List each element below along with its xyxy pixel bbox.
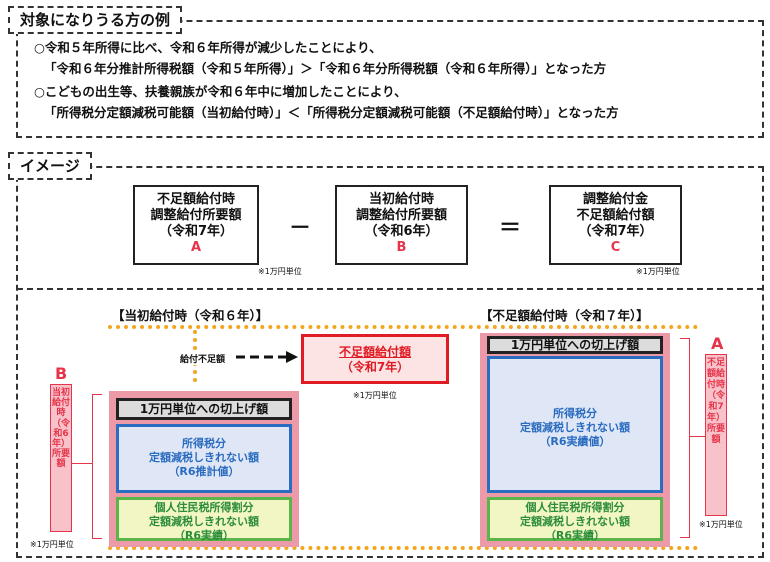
letter-c: C — [610, 240, 621, 255]
formula-box-b: 当初給付時 調整給付所要額 （令和6年） B — [335, 185, 468, 265]
left-income-tax-block: 所得税分 定額減税しきれない額 （R6推計値） — [116, 424, 292, 493]
side-label-a: 不足額給付時（令和7年）所要額 — [705, 354, 727, 516]
bracket-a-connector — [690, 436, 705, 437]
target-examples-heading: 対象になりうる方の例 — [8, 6, 183, 34]
letter-b: B — [396, 240, 407, 255]
condition-1-detail: 「令和６年分推計所得税額（令和５年所得）」＞「令和６年分所得税額（令和６年所得）… — [44, 61, 607, 76]
right-income-tax-block: 所得税分 定額減税しきれない額 （R6実績値） — [487, 356, 663, 493]
side-label-b: 当初給付時（令和6年）所要額 — [50, 384, 72, 532]
shortfall-amount-box: 不足額給付額 （令和7年） — [301, 334, 449, 384]
condition-2: ○こどもの出生等、扶養親族が令和６年中に増加したことにより、 — [34, 84, 407, 99]
unit-note-side-b: ※1万円単位 — [30, 540, 74, 549]
image-heading: イメージ — [8, 152, 92, 180]
bracket-b-connector — [72, 463, 92, 464]
right-roundup-bar: 1万円単位への切上げ額 — [487, 336, 663, 354]
unit-note-b: ※1万円単位 — [258, 267, 302, 276]
unit-note-side-a: ※1万円単位 — [699, 520, 743, 529]
left-roundup-bar: 1万円単位への切上げ額 — [116, 398, 292, 420]
upper-dotted-line — [108, 325, 698, 329]
bracket-b — [92, 394, 102, 539]
unit-note-red: ※1万円単位 — [353, 391, 397, 400]
letter-a: A — [190, 240, 202, 255]
shortfall-payment-heading: 【不足額給付時（令和７年）】 — [480, 308, 649, 323]
arrow-right-icon — [236, 351, 298, 363]
side-letter-b: B — [55, 364, 68, 383]
equals-sign: ＝ — [499, 216, 522, 241]
bracket-a — [680, 338, 690, 538]
condition-2-detail: 「所得税分定額減税可能額（当初給付時）」＜「所得税分定額減税可能額（不足額給付時… — [44, 105, 619, 120]
image-divider — [17, 288, 763, 290]
side-letter-a: A — [711, 334, 724, 353]
initial-payment-heading: 【当初給付時（令和６年）】 — [112, 308, 269, 323]
lower-dotted-line — [108, 546, 698, 550]
formula-box-c: 調整給付金 不足額給付額 （令和7年） C — [549, 185, 682, 265]
unit-note-c: ※1万円単位 — [636, 267, 680, 276]
left-resident-tax-block: 個人住民税所得割分 定額減税しきれない額 （R6実績） — [116, 497, 292, 542]
minus-sign: － — [289, 216, 312, 241]
shortfall-label: 給付不足額 — [178, 352, 228, 365]
image-panel — [16, 166, 764, 558]
conditions-panel — [16, 20, 764, 138]
condition-1: ○令和５年所得に比べ、令和６年所得が減少したことにより、 — [34, 40, 382, 55]
right-resident-tax-block: 個人住民税所得割分 定額減税しきれない額 （R6実績） — [487, 497, 663, 542]
formula-box-a: 不足額給付時 調整給付所要額 （令和7年） A — [133, 185, 259, 265]
